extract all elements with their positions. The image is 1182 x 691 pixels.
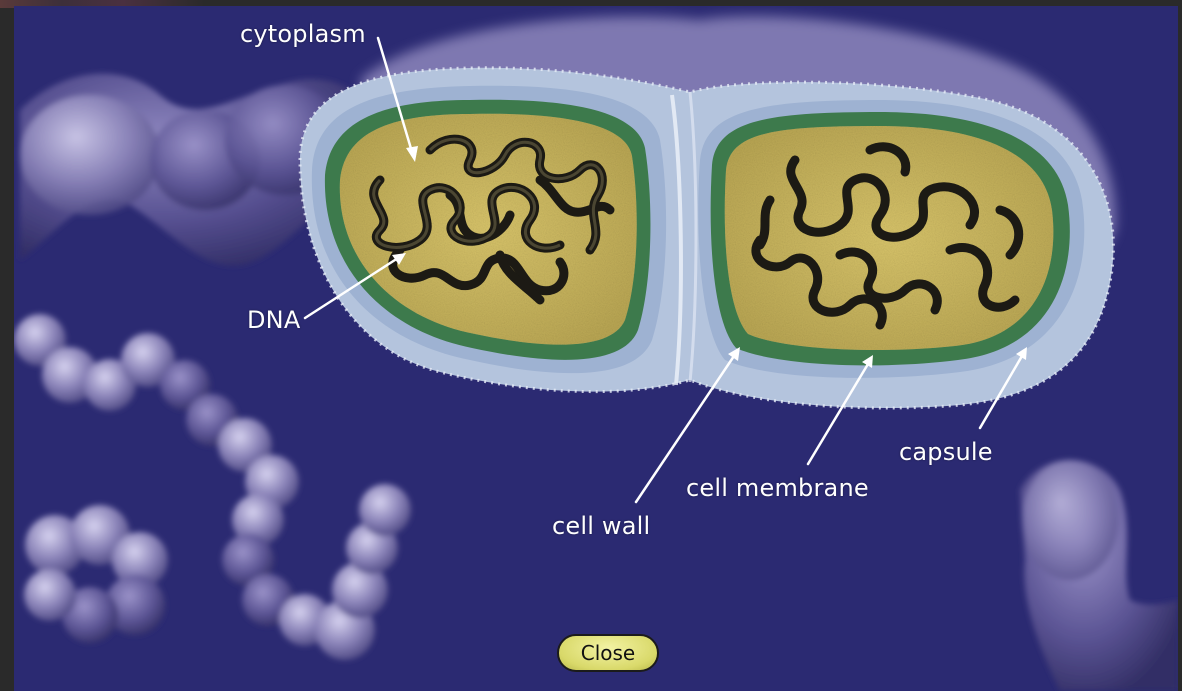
diagram-stage: cytoplasm DNA cell wall cell membrane ca…	[14, 6, 1178, 691]
label-capsule: capsule	[899, 438, 993, 466]
label-dna: DNA	[247, 306, 300, 334]
label-cell-membrane: cell membrane	[686, 474, 869, 502]
label-cytoplasm: cytoplasm	[240, 20, 366, 48]
background-cocci-chains	[14, 314, 411, 660]
close-button[interactable]: Close	[557, 634, 659, 672]
label-cell-wall: cell wall	[552, 512, 650, 540]
bacteria-illustration	[14, 6, 1178, 691]
diplococcus	[300, 68, 1113, 408]
background-bacteria-right	[1020, 460, 1178, 691]
